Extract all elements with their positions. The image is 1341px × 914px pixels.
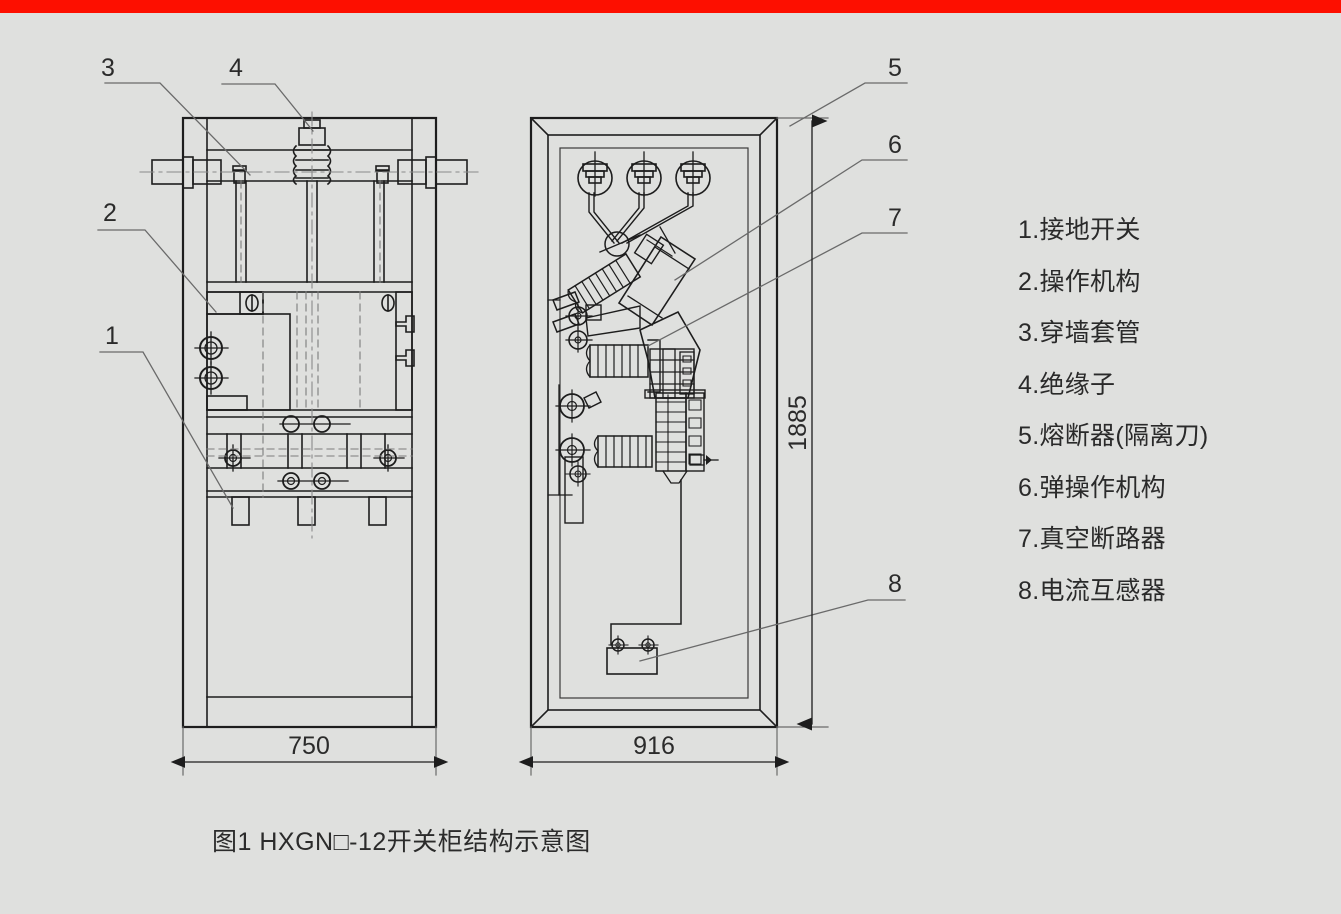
callout-4: 4	[229, 54, 243, 82]
front-view-drawing	[139, 111, 481, 729]
legend-item-7: 7.真空断路器	[1018, 525, 1166, 553]
front-clamp-right	[376, 169, 389, 184]
side-lower-bosses	[547, 299, 602, 524]
side-fuse-isolator	[617, 226, 697, 327]
side-ct-stack	[644, 389, 719, 484]
side-vacuum-breaker	[639, 310, 701, 399]
front-pedestal-3	[368, 496, 387, 526]
callout-2: 2	[103, 199, 117, 227]
dimension-height: 1885	[784, 395, 812, 451]
legend-item-6: 6.弹操作机构	[1018, 473, 1166, 502]
side-earth-blades	[552, 291, 641, 353]
callout-3: 3	[101, 54, 115, 82]
side-post-insulator-lower	[593, 435, 653, 468]
legend-item-5: 5.熔断器(隔离刀)	[1018, 422, 1209, 450]
side-view-drawing	[529, 116, 779, 729]
legend-list: 1.接地开关 2.操作机构 3.穿墙套管 4.绝缘子 5.熔断器(隔离刀) 6.…	[1018, 218, 1318, 630]
side-post-insulator-mid	[585, 339, 661, 393]
callout-leaders	[97, 82, 908, 662]
callout-6: 6	[888, 131, 902, 159]
figure-caption: 图1 HXGN□-12开关柜结构示意图	[212, 828, 591, 856]
front-mech-boss-1	[194, 331, 229, 365]
front-right-brackets	[395, 315, 415, 367]
side-post-insulator-upper	[567, 252, 642, 314]
callout-7: 7	[888, 204, 902, 232]
top-accent-bar	[0, 0, 1341, 13]
legend-item-2: 2.操作机构	[1018, 267, 1141, 296]
front-pedestal-1	[231, 496, 250, 526]
front-mechanism-plate	[194, 291, 291, 411]
legend-item-3: 3.穿墙套管	[1018, 319, 1141, 347]
front-earth-switch-row	[279, 415, 351, 433]
dimension-side-width: 916	[633, 732, 675, 760]
callout-1: 1	[105, 322, 119, 350]
callout-5: 5	[888, 54, 902, 82]
callout-8: 8	[888, 570, 902, 598]
legend-item-8: 8.电流互感器	[1018, 576, 1166, 605]
front-right-lug	[397, 156, 468, 189]
front-pedestal-2	[297, 496, 316, 526]
dimension-lines	[170, 114, 829, 776]
legend-item-1: 1.接地开关	[1018, 216, 1141, 244]
legend-item-4: 4.绝缘子	[1018, 370, 1116, 399]
front-clamp-left	[233, 169, 246, 184]
front-bottom-shaft-row	[277, 472, 349, 490]
front-mech-boss-2	[194, 361, 229, 395]
dimension-front-width: 750	[288, 732, 330, 760]
side-wall-bushings	[577, 151, 711, 257]
side-ct-box	[606, 635, 659, 675]
